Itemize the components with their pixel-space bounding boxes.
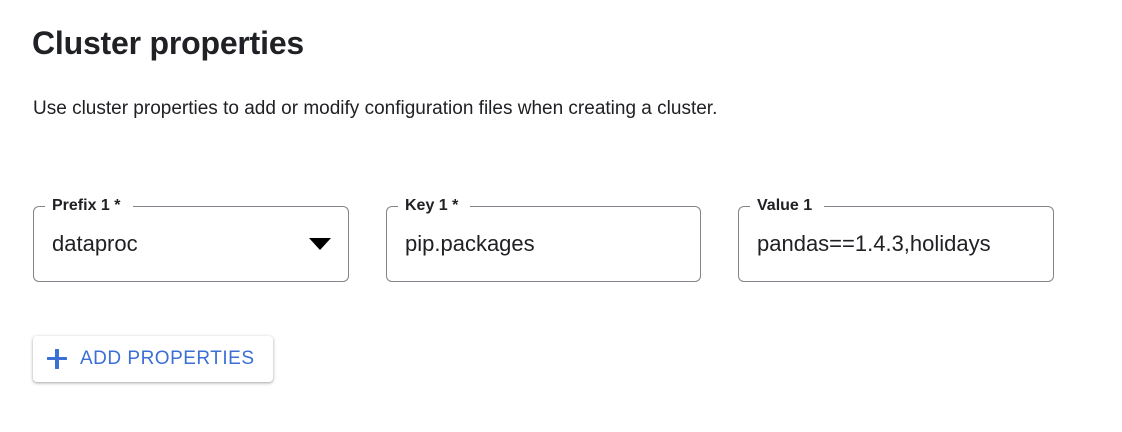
prefix-select-field[interactable]: Prefix 1 * dataproc [33, 196, 349, 282]
value-input-value[interactable]: pandas==1.4.3,holidays [757, 231, 991, 256]
add-properties-button[interactable]: ADD PROPERTIES [33, 336, 273, 382]
key-input-value[interactable]: pip.packages [405, 231, 535, 256]
key-input-field[interactable]: Key 1 * pip.packages [386, 196, 701, 282]
page-description: Use cluster properties to add or modify … [33, 98, 718, 119]
value-input-field[interactable]: Value 1 pandas==1.4.3,holidays [738, 196, 1054, 282]
outline-lead [738, 206, 750, 282]
outline-lead [33, 206, 45, 282]
add-properties-label: ADD PROPERTIES [80, 348, 255, 369]
prefix-selected-value[interactable]: dataproc [52, 231, 138, 256]
page-title: Cluster properties [32, 25, 305, 61]
outline-lead [386, 206, 398, 282]
property-row: Prefix 1 * dataproc Key 1 * pip.packages [0, 196, 1122, 286]
plus-icon [47, 349, 67, 369]
caret-down-icon[interactable] [309, 238, 331, 250]
